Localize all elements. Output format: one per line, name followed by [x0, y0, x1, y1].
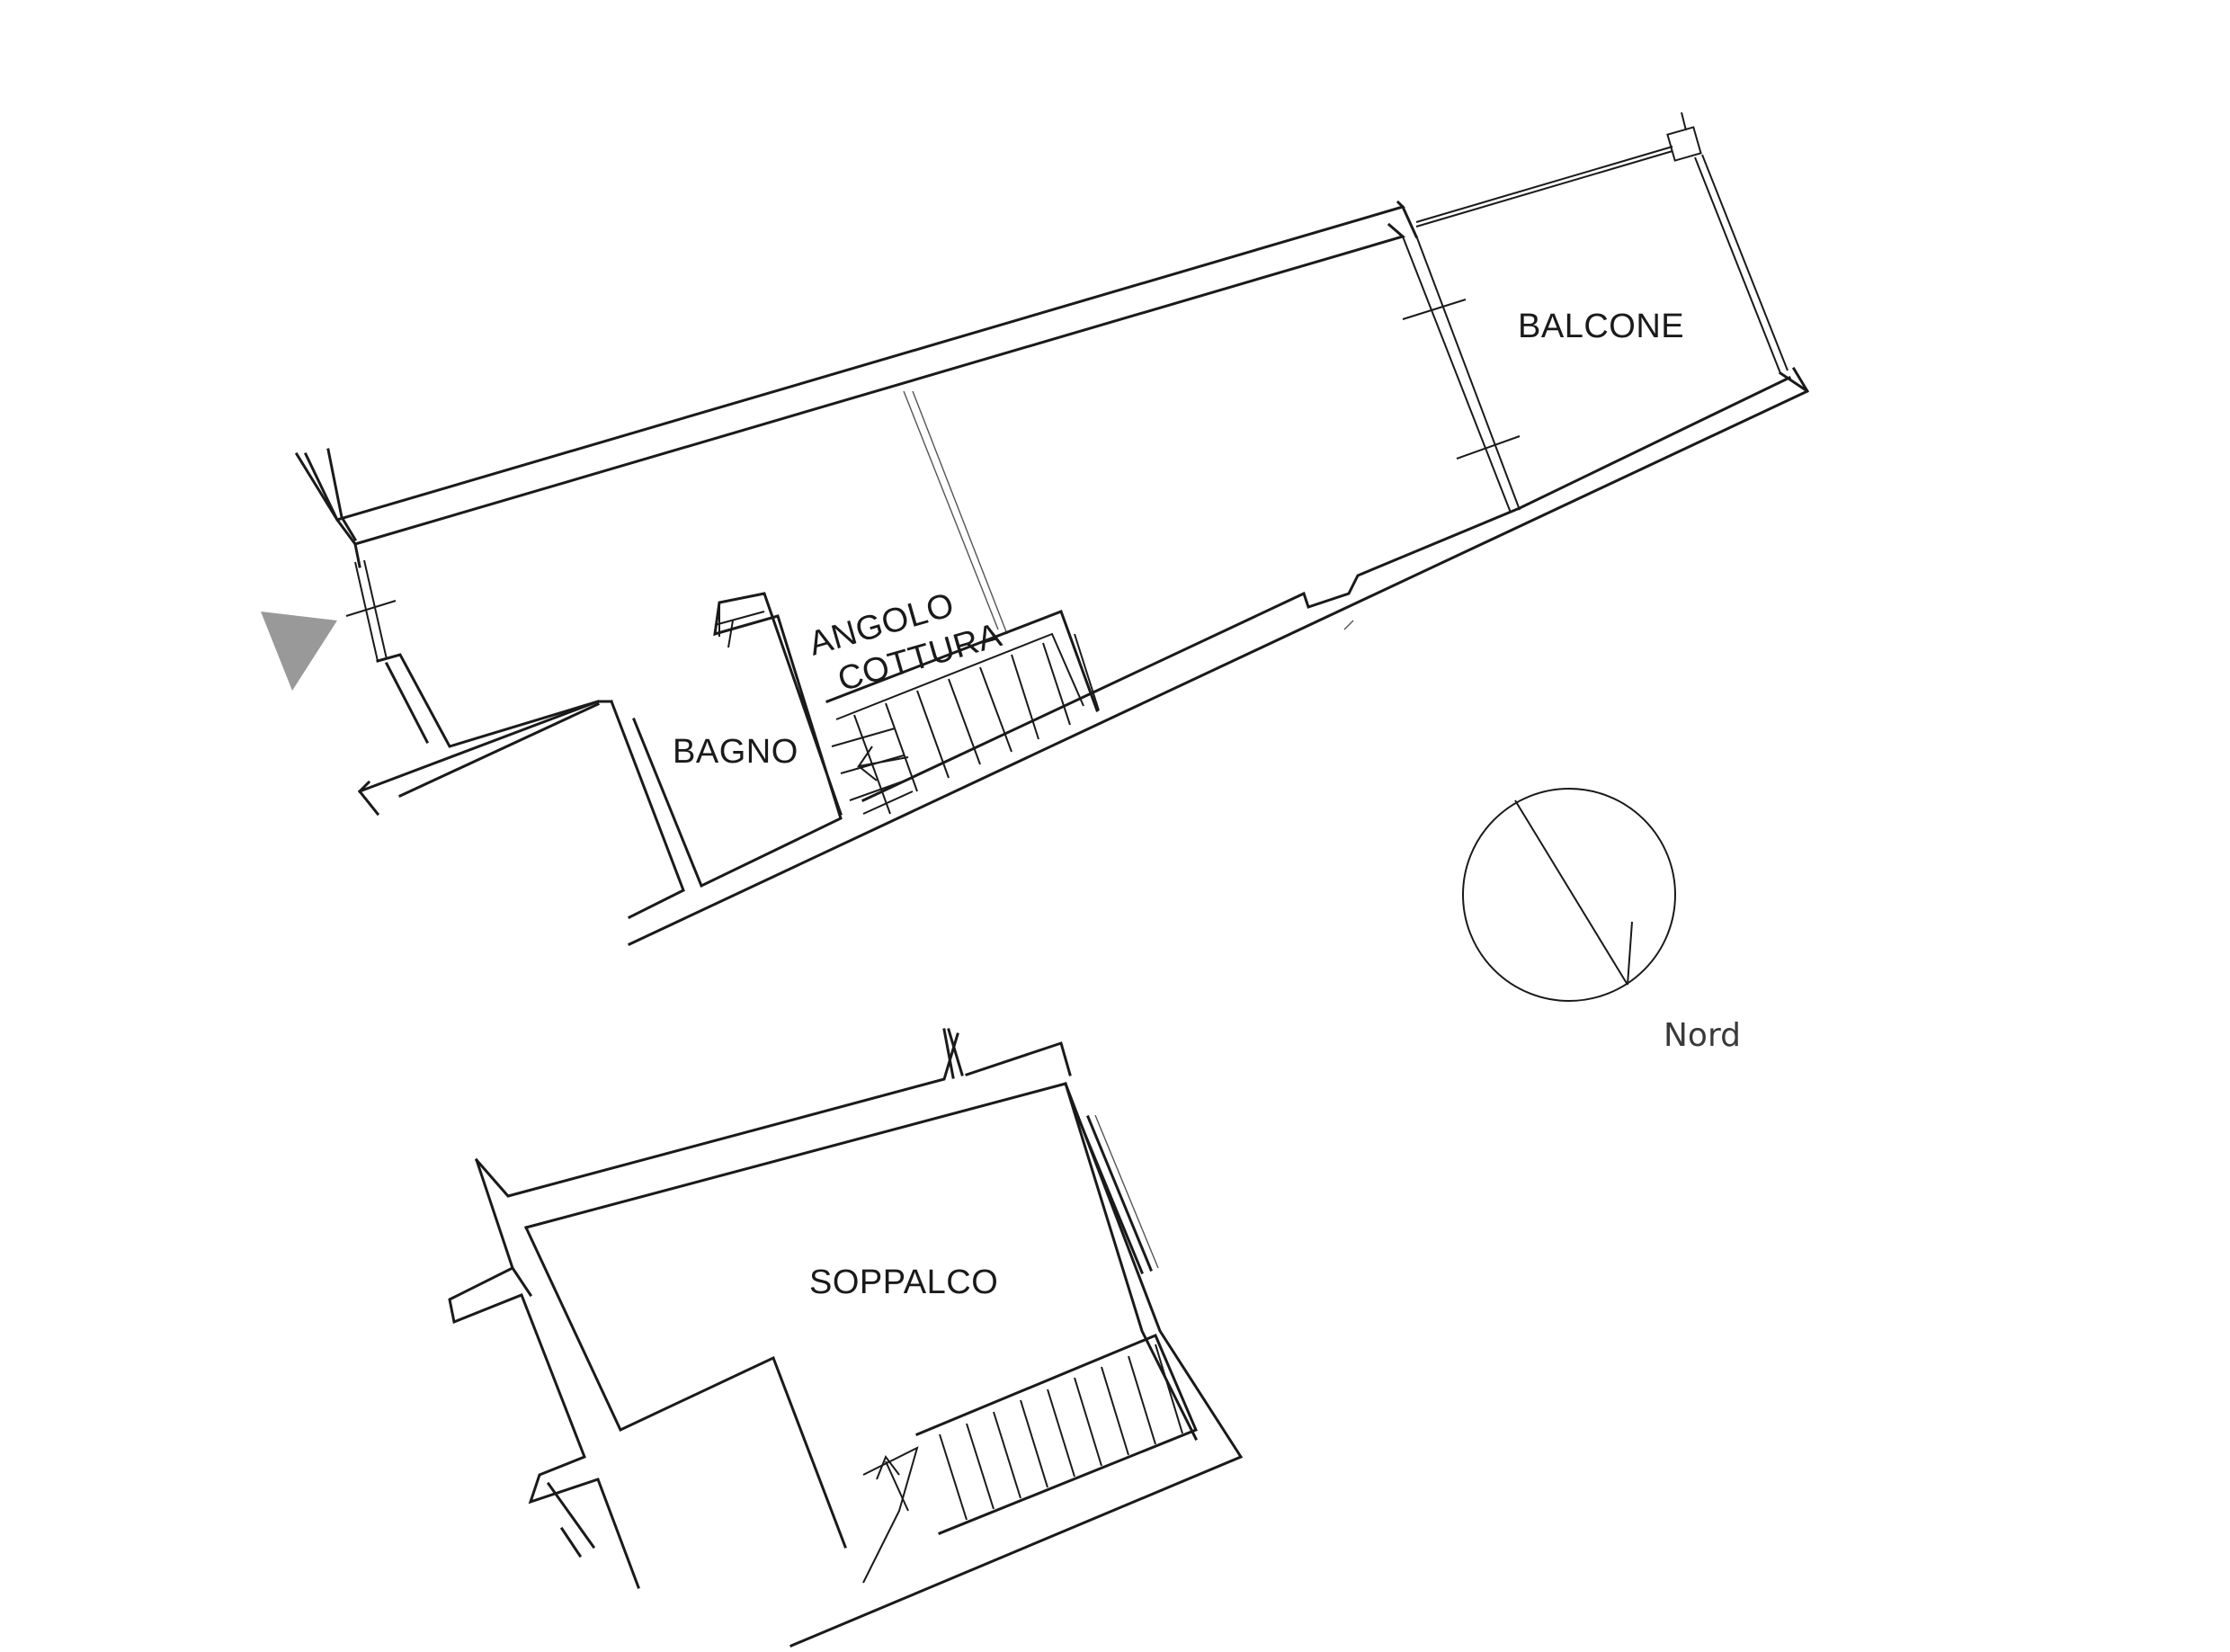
room-label-angolo-cottura: ANGOLO COTTURA	[805, 586, 1006, 700]
entry-door-right	[363, 559, 388, 660]
top-outer-wall	[294, 200, 1405, 522]
left-wall-lower-2	[384, 661, 430, 745]
soppalco-top-inner	[524, 1082, 1067, 1229]
bottom-inner-wall	[861, 375, 1792, 802]
bottom-mark	[1343, 620, 1354, 630]
soppalco-window-1	[1077, 1118, 1144, 1274]
soppalco-right-wall	[789, 1082, 1244, 1648]
compass-label: Nord	[1664, 1017, 1741, 1054]
room-label-balcone: BALCONE	[1518, 308, 1684, 345]
left-wall-upper	[303, 451, 361, 568]
bottom-outer-wall	[628, 389, 1809, 946]
soppalco-stair-turn	[862, 1446, 919, 1584]
compass-arrow-tick	[1627, 921, 1633, 986]
stair-base	[862, 790, 914, 815]
soppalco-top-wall-right	[965, 1041, 1072, 1076]
bathroom-inner	[632, 592, 843, 889]
soppalco-left-wall	[448, 1158, 640, 1589]
room-label-bagno: BAGNO	[673, 733, 798, 771]
soppalco-window-2	[1086, 1115, 1153, 1272]
bathroom-walls	[610, 700, 685, 920]
stair-treads-soppalco	[939, 1344, 1183, 1521]
bath-door-tick	[714, 611, 765, 626]
compass-circle	[1462, 788, 1676, 1002]
stair-outline	[825, 610, 1099, 712]
soppalco-stair-arrow-line	[885, 1460, 909, 1512]
soppalco-top-stub	[947, 1028, 964, 1076]
wall-stub	[1401, 205, 1418, 238]
balcony-rail-top-2	[1415, 150, 1673, 228]
compass-needle	[1514, 799, 1628, 986]
soppalco-stair-outline	[915, 1334, 1198, 1535]
balcony-rail-right-2	[1701, 154, 1788, 371]
entry-door-left	[354, 561, 379, 662]
door-tick-1	[1402, 299, 1467, 320]
soppalco-left-inner	[524, 1226, 847, 1549]
soppalco-window-3	[1094, 1114, 1159, 1269]
entry-door-tick	[345, 600, 397, 617]
entrance-marker-icon	[261, 612, 337, 691]
soppalco-left-stub	[510, 1265, 533, 1298]
bath-door-mark	[727, 620, 734, 648]
soppalco-plan	[448, 1028, 1244, 1648]
soppalco-lower-stub	[559, 1526, 583, 1558]
balcony-rail-top	[1415, 146, 1673, 223]
kitchen-partition-2	[912, 390, 1008, 635]
top-inner-wall	[353, 222, 1406, 546]
soppalco-lower-stub-2	[546, 1481, 596, 1549]
balcony-post	[1666, 126, 1702, 162]
soppalco-stair-arrow	[876, 1454, 900, 1480]
balcony-divider-2	[1415, 235, 1521, 511]
stair-arrow	[856, 746, 909, 781]
stair-inner	[835, 632, 1084, 720]
left-wall-lower	[376, 653, 613, 748]
main-floor-plan	[294, 112, 1809, 946]
left-stub-wall	[398, 702, 600, 798]
left-wall-jamb	[326, 448, 358, 542]
balcony-rail-right	[1694, 156, 1781, 374]
door-tick-2	[1456, 435, 1521, 460]
soppalco-top-wall	[474, 1032, 959, 1198]
left-stub-wall-2	[358, 700, 600, 793]
balcony-post-stub	[1681, 112, 1687, 131]
balcony-divider	[1402, 236, 1512, 513]
kitchen-partition	[903, 390, 999, 630]
room-label-soppalco: SOPPALCO	[809, 1264, 998, 1301]
soppalco-top-stub-2	[942, 1028, 955, 1079]
compass: Nord	[1462, 788, 1741, 1054]
soppalco-right-inner	[1064, 1082, 1199, 1442]
